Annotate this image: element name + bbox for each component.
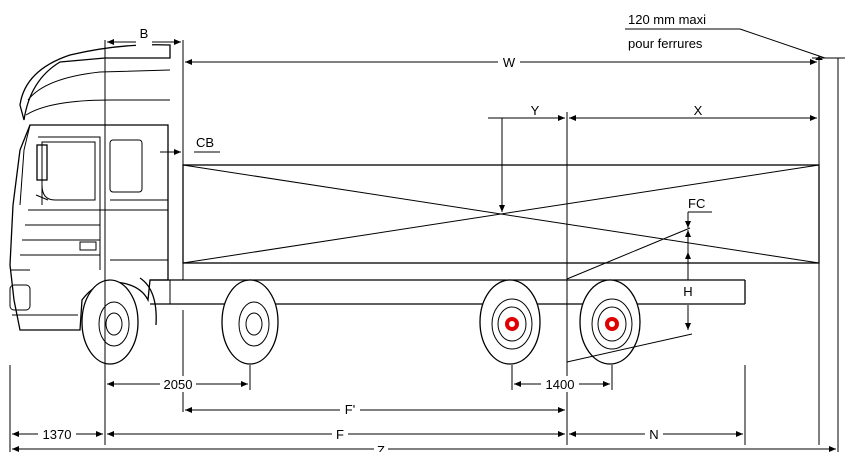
front-wheel-1	[81, 279, 139, 365]
dimension-1370: 1370	[12, 426, 103, 442]
dimension-z: Z	[12, 441, 836, 457]
label-fc: FC	[688, 196, 705, 211]
dimension-y: Y	[488, 103, 565, 212]
truck-cab	[9, 44, 171, 331]
rear-wheel-2	[579, 279, 641, 365]
reference-lines	[9, 40, 839, 452]
label-1400: 1400	[546, 377, 575, 392]
label-y: Y	[531, 103, 540, 118]
dimension-b: B	[107, 26, 181, 48]
dimension-f-prime: F'	[185, 401, 565, 417]
dimension-n: N	[569, 426, 743, 442]
dimension-x: X	[569, 103, 817, 121]
note-line-2: pour ferrures	[628, 36, 703, 51]
rear-wheel-1	[479, 279, 541, 365]
label-w: W	[503, 55, 516, 70]
note-120mm: 120 mm maxi pour ferrures	[625, 12, 845, 60]
label-1370: 1370	[43, 427, 72, 442]
dimension-f: F	[107, 426, 565, 442]
dimension-w: W	[185, 54, 817, 70]
dimension-2050: 2050	[107, 376, 248, 392]
label-f: F	[336, 427, 344, 442]
label-h: H	[683, 284, 692, 299]
dimension-fc-h: FC H	[566, 196, 712, 363]
label-cb: CB	[196, 135, 214, 150]
label-n: N	[649, 427, 658, 442]
label-f-prime: F'	[345, 402, 355, 417]
label-x: X	[694, 103, 703, 118]
label-2050: 2050	[164, 377, 193, 392]
label-b: B	[140, 26, 149, 41]
dimension-cb: CB	[160, 135, 220, 155]
label-z: Z	[377, 443, 385, 452]
dimension-1400: 1400	[514, 376, 610, 392]
note-line-1: 120 mm maxi	[628, 12, 706, 27]
cargo-box	[182, 164, 820, 264]
front-wheel-2	[221, 279, 279, 365]
